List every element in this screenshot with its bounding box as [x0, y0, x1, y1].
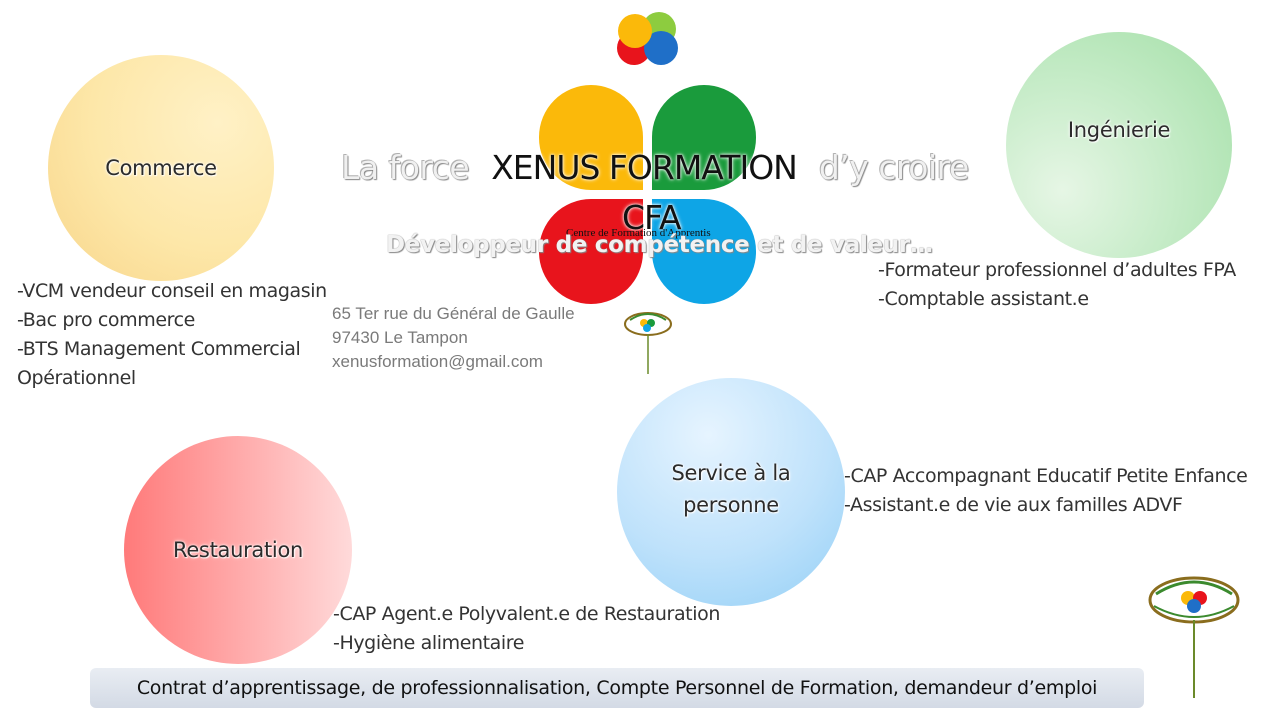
- list-item: -BTS Management Commercial: [17, 338, 301, 360]
- ingenierie-circle: Ingénierie: [1006, 32, 1232, 258]
- headline-before: La force: [341, 148, 470, 187]
- ingenierie-list: -Formateur professionnel d’adultes FPA -…: [878, 256, 1236, 314]
- cfa-title: CFA: [622, 198, 682, 237]
- list-item: -CAP Agent.e Polyvalent.e de Restauratio…: [333, 603, 720, 625]
- service-label-line2: personne: [683, 493, 779, 517]
- list-item: -Assistant.e de vie aux familles ADVF: [844, 494, 1183, 516]
- list-item: -Bac pro commerce: [17, 309, 195, 331]
- list-item: -Hygiène alimentaire: [333, 632, 525, 654]
- contact-block: 65 Ter rue du Général de Gaulle 97430 Le…: [332, 302, 575, 374]
- ingenierie-label: Ingénierie: [1067, 118, 1171, 142]
- commerce-label: Commerce: [105, 156, 217, 180]
- petal-red: [539, 199, 643, 304]
- list-item: Opérationnel: [17, 367, 136, 389]
- restauration-circle: Restauration: [124, 436, 352, 664]
- headline-after: d’y croire: [818, 148, 969, 187]
- petal-green: [652, 85, 756, 190]
- xenus-logo-icon: [615, 12, 679, 72]
- petal-blue: [652, 199, 756, 304]
- headline: La force XENUS FORMATION d’y croire: [341, 148, 969, 187]
- commerce-circle: Commerce: [48, 55, 274, 281]
- footer-banner: Contrat d’apprentissage, de professionna…: [90, 668, 1144, 708]
- service-list: -CAP Accompagnant Educatif Petite Enfanc…: [844, 462, 1248, 520]
- petal-yellow: [539, 85, 643, 190]
- email[interactable]: xenusformation@gmail.com: [332, 352, 543, 371]
- address-line1: 65 Ter rue du Général de Gaulle: [332, 304, 575, 323]
- xenus-tree-logo-large-icon: [1148, 576, 1240, 698]
- restauration-list: -CAP Agent.e Polyvalent.e de Restauratio…: [333, 600, 720, 658]
- list-item: -Comptable assistant.e: [878, 288, 1089, 310]
- brand-name: XENUS FORMATION: [491, 148, 798, 187]
- service-label-line1: Service à la: [671, 461, 791, 485]
- address-line2: 97430 Le Tampon: [332, 328, 468, 347]
- list-item: -CAP Accompagnant Educatif Petite Enfanc…: [844, 465, 1248, 487]
- list-item: -Formateur professionnel d’adultes FPA: [878, 259, 1236, 281]
- restauration-label: Restauration: [172, 538, 304, 562]
- list-item: -VCM vendeur conseil en magasin: [17, 280, 327, 302]
- service-label: Service à la personne: [672, 457, 791, 521]
- cfa-subtitle: Centre de Formation d'Apprentis: [566, 227, 711, 239]
- xenus-tree-logo-icon: [624, 312, 672, 374]
- commerce-list: -VCM vendeur conseil en magasin -Bac pro…: [17, 277, 327, 393]
- tagline: Développeur de compétence et de valeur…: [386, 232, 933, 258]
- service-circle: Service à la personne: [617, 378, 845, 606]
